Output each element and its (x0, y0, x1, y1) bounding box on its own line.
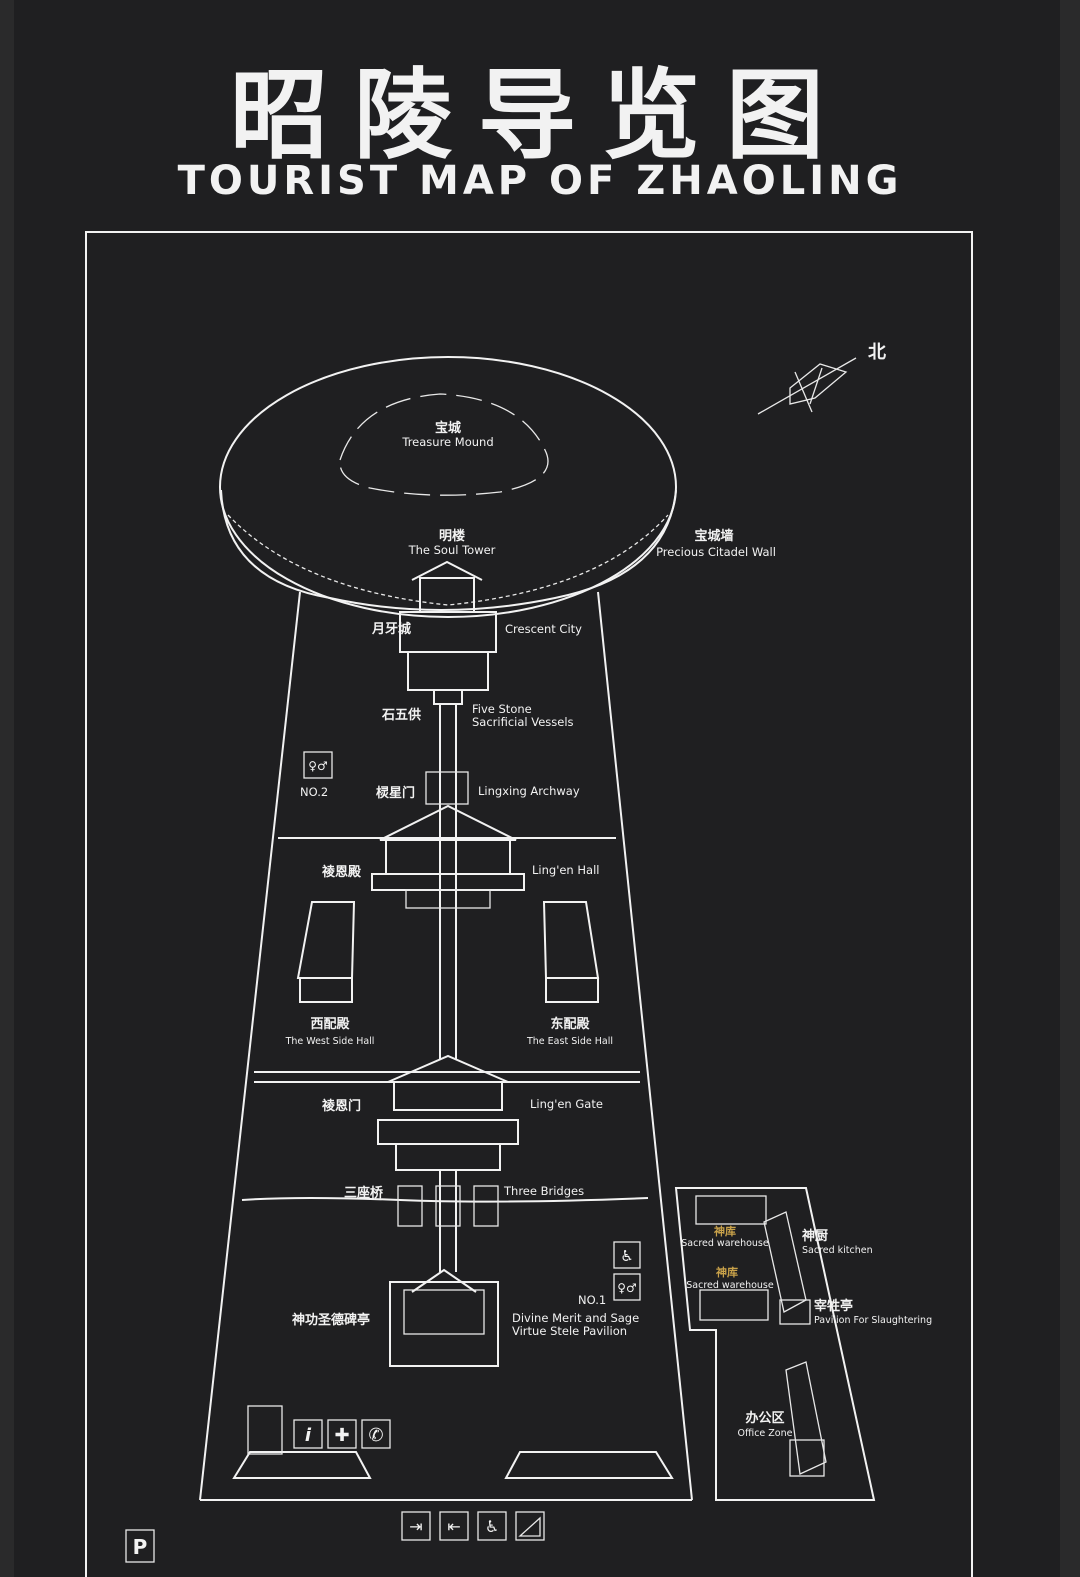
stele-pavilion-label-en-1: Divine Merit and Sage (512, 1311, 639, 1325)
west-side-hall-building (296, 901, 356, 1003)
lingen-hall-label-en: Ling'en Hall (532, 863, 599, 877)
svg-text:♀♂: ♀♂ (308, 759, 328, 773)
stele-pavilion-label-cn: 神功圣德碑亭 (292, 1312, 370, 1328)
site-outline (199, 591, 693, 1501)
map-title-chinese: 昭陵导览图 (229, 59, 850, 173)
three-bridges-label-en: Three Bridges (503, 1184, 584, 1198)
three-bridges (397, 1185, 499, 1227)
svg-text:⇤: ⇤ (447, 1517, 460, 1536)
lingen-gate-building (377, 1054, 519, 1171)
kitchen-label-en: Sacred kitchen (802, 1245, 873, 1256)
svg-text:♀♂: ♀♂ (617, 1281, 637, 1295)
wheelchair-icon: ♿ (613, 1241, 641, 1269)
lingen-hall-label-cn: 祾恩殿 (322, 864, 362, 880)
citadel-wall-label-en: Precious Citadel Wall (656, 545, 776, 559)
svg-text:i: i (305, 1425, 312, 1446)
entrance-icon: ⇥ (401, 1511, 431, 1541)
stele-pavilion-label-en-2: Virtue Stele Pavilion (512, 1324, 627, 1338)
office-label-en: Office Zone (738, 1428, 793, 1439)
svg-text:✆: ✆ (368, 1425, 383, 1446)
svg-text:♿: ♿ (485, 1517, 499, 1536)
west-hall-label-cn: 西配殿 (310, 1016, 350, 1032)
lingen-gate-label-en: Ling'en Gate (530, 1097, 603, 1111)
central-axis-path (439, 704, 457, 1272)
treasure-mound-label-cn: 宝城 (435, 420, 461, 436)
warehouse2-label-cn: 神库 (716, 1265, 738, 1279)
entrance-gatehouse-east (504, 1451, 674, 1479)
svg-text:⇥: ⇥ (409, 1517, 422, 1536)
svg-text:✚: ✚ (334, 1425, 349, 1446)
first-aid-icon: ✚ (327, 1419, 357, 1449)
crescent-city-label-cn: 月牙城 (371, 621, 411, 637)
warehouse1-label-en: Sacred warehouse (681, 1238, 769, 1249)
phone-icon: ✆ (361, 1419, 391, 1449)
five-stone-label-cn: 石五供 (381, 707, 421, 723)
toilet-icon: ♀♂ (613, 1273, 641, 1301)
five-stone-label-en-1: Five Stone (472, 702, 532, 716)
soul-tower-label-cn: 明楼 (439, 528, 465, 544)
slaughter-label-cn: 宰牲亭 (814, 1298, 853, 1314)
lingen-hall-building (371, 804, 525, 909)
lingen-gate-label-cn: 祾恩门 (322, 1098, 361, 1114)
toilet-no1-label: NO.1 (578, 1293, 606, 1307)
entrance-gatehouse-west (232, 1405, 372, 1479)
five-stone-label-en-2: Sacrificial Vessels (472, 715, 574, 729)
lingxing-label-cn: 棂星门 (376, 785, 415, 801)
citadel-wall-label-cn: 宝城墙 (694, 528, 733, 544)
warehouse2-label-en: Sacred warehouse (686, 1280, 774, 1291)
three-bridges-label-cn: 三座桥 (344, 1185, 384, 1201)
east-side-hall-building (542, 901, 600, 1003)
wheelchair-icon: ♿ (477, 1511, 507, 1541)
parking-icon: P (125, 1529, 155, 1563)
treasure-mound-ellipse (219, 356, 677, 618)
compass-icon (757, 357, 857, 415)
ramp-icon (515, 1511, 545, 1541)
svg-text:♿: ♿ (620, 1247, 633, 1265)
treasure-mound-label-en: Treasure Mound (401, 435, 493, 449)
info-icon: i (293, 1419, 323, 1449)
compass-north-label: 北 (868, 342, 886, 363)
map-title-english: TOURIST MAP OF ZHAOLING (177, 158, 903, 204)
lingxing-archway (425, 771, 469, 805)
exit-icon: ⇤ (439, 1511, 469, 1541)
east-hall-label-cn: 东配殿 (550, 1016, 590, 1032)
toilet-icon: ♀♂ (303, 751, 333, 779)
soul-tower-label-en: The Soul Tower (408, 543, 496, 557)
stele-pavilion-building (389, 1268, 499, 1367)
warehouse1-label-cn: 神库 (714, 1224, 736, 1238)
map-frame (85, 231, 973, 1577)
sign-board (14, 0, 1060, 1577)
svg-text:P: P (133, 1535, 148, 1559)
toilet-no2-label: NO.2 (300, 785, 328, 799)
slaughter-label-en: Pavilion For Slaughtering (814, 1315, 932, 1326)
service-compound (674, 1187, 876, 1501)
kitchen-label-cn: 神厨 (802, 1228, 828, 1244)
crescent-city-label-en: Crescent City (505, 622, 582, 636)
office-label-cn: 办公区 (745, 1410, 784, 1426)
west-hall-label-en: The West Side Hall (285, 1036, 375, 1047)
soul-tower-building (399, 560, 497, 705)
lingxing-label-en: Lingxing Archway (478, 784, 580, 798)
east-hall-label-en: The East Side Hall (526, 1036, 613, 1047)
